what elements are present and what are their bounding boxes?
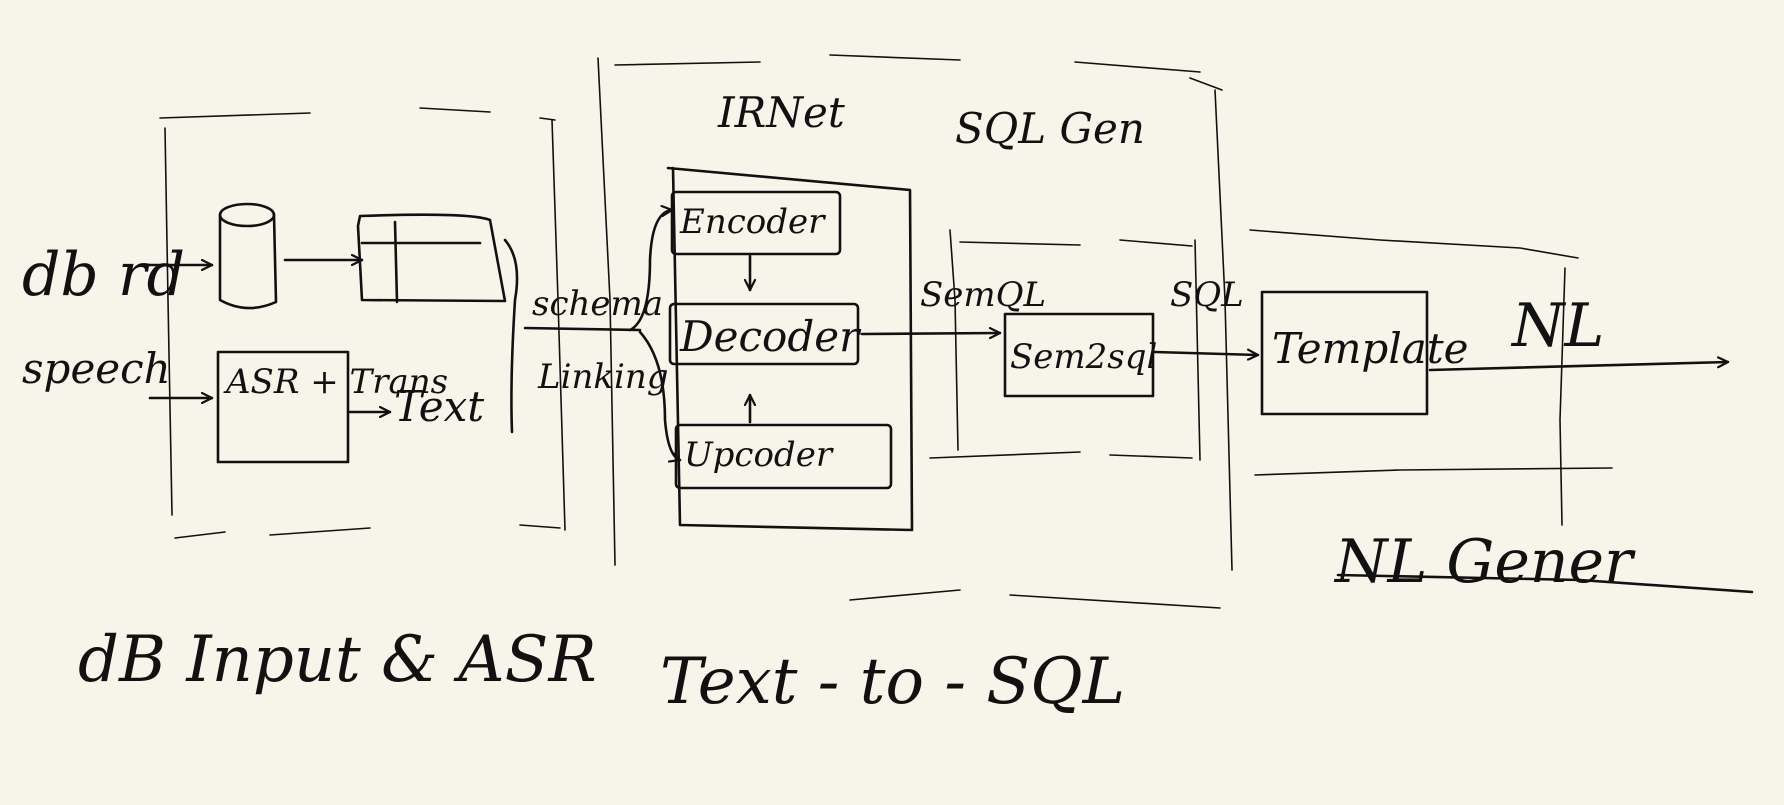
stage-text-to-sql-box: [597, 54, 1233, 609]
asr-trans-box: [216, 350, 350, 464]
semql-label: SemQL: [920, 275, 1047, 315]
encoder-label: Encoder: [680, 202, 825, 242]
sem2sql-label: Sem2sql: [1010, 337, 1158, 377]
irnet-label: IRNet: [718, 88, 845, 137]
brace-stage1: [503, 238, 519, 434]
arrow-sem2sql-to-template: [1153, 352, 1260, 355]
decoder-label: Decoder: [680, 312, 860, 361]
nl-label: NL: [1512, 291, 1605, 361]
arrow-template-to-nl: [1428, 362, 1730, 372]
nl-gen-underline: [1336, 573, 1754, 594]
irnet-box: [666, 166, 914, 532]
arrow-linking-to-upcoder: [638, 330, 680, 460]
input-db-label: db rd: [22, 240, 185, 310]
database-cylinder-icon: [218, 202, 278, 310]
template-label: Template: [1272, 324, 1469, 373]
table-icon: [356, 213, 507, 304]
sem2sql-box: [1003, 312, 1155, 398]
stage-text-to-sql-label: Text - to - SQL: [660, 645, 1126, 719]
input-speech-label: speech: [22, 344, 171, 393]
upcoder-label: Upcoder: [684, 435, 833, 475]
template-box: [1260, 290, 1429, 416]
stage-nl-gen-label: NL Gener: [1335, 527, 1633, 597]
linking-label: Linking: [538, 357, 669, 397]
arrow-linking-to-encoder: [628, 210, 672, 332]
encoder-box: [670, 190, 842, 256]
arrow-decoder-to-sem2sql: [860, 333, 1002, 334]
sql-gen-box: [929, 229, 1201, 461]
asr-trans-label: ASR + Trans: [226, 362, 449, 402]
decoder-box: [668, 302, 860, 366]
stage-db-input-asr-box: [159, 107, 566, 539]
stage-nl-gen-box: [1249, 229, 1613, 526]
sql-label: SQL: [1170, 275, 1244, 315]
stage-db-input-asr-label: dB Input & ASR: [78, 623, 597, 697]
text-label: Text: [394, 382, 485, 431]
schema-label: schema: [532, 284, 664, 324]
sql-gen-label: SQL Gen: [955, 104, 1145, 153]
arrow-schema-to-decoder: [523, 326, 642, 332]
